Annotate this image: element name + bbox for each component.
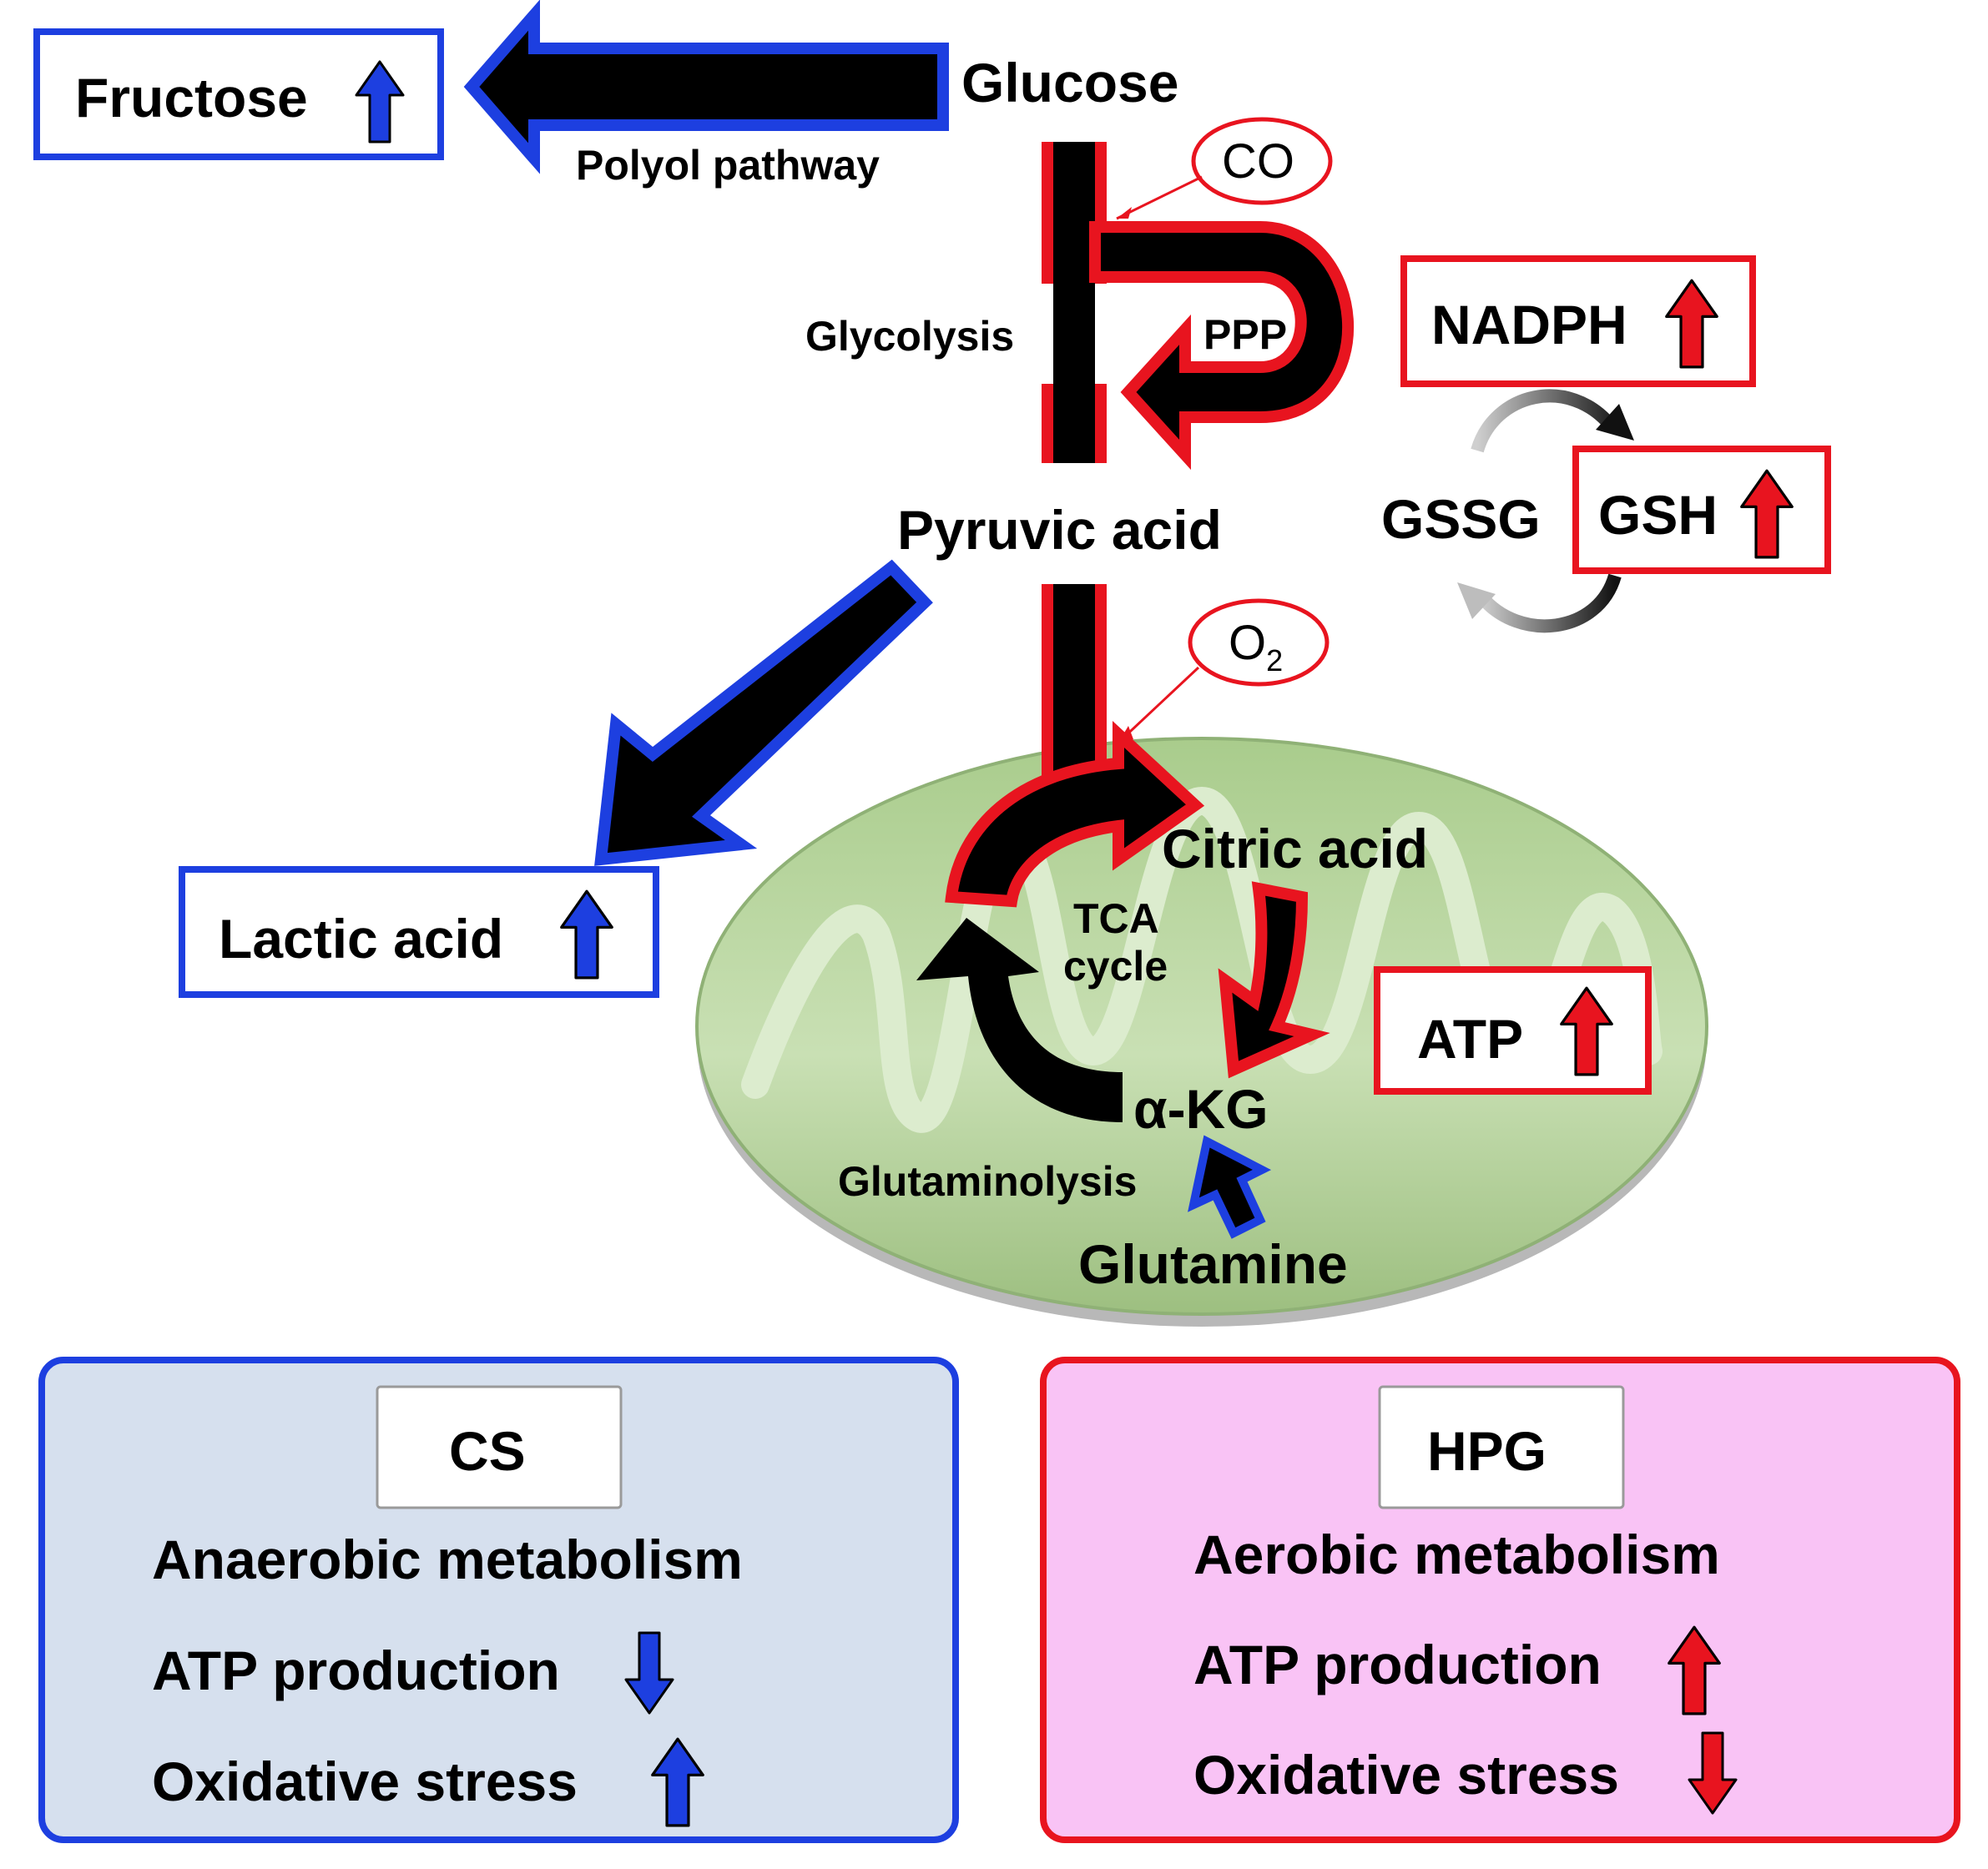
o2-label: O2 (1229, 616, 1283, 678)
lactic-arrow (594, 559, 933, 866)
glycolysis-bar (1042, 142, 1107, 463)
tca-label-2: cycle (1063, 943, 1168, 990)
co-label: CO (1222, 134, 1294, 189)
hpg-title: HPG (1427, 1420, 1547, 1482)
glycolysis-label: Glycolysis (805, 313, 1014, 360)
atp-label: ATP (1417, 1008, 1523, 1070)
nadph-label: NADPH (1431, 294, 1627, 355)
tca-cycle (916, 721, 1330, 1122)
glucose-label: Glucose (961, 52, 1178, 113)
hpg-line-2: ATP production (1193, 1634, 1602, 1695)
cs-panel: CS Anaerobic metabolism ATP production O… (38, 1357, 959, 1843)
gsh-label: GSH (1598, 484, 1718, 546)
glutathione-cycle (1457, 389, 1634, 633)
lactic-label: Lactic acid (219, 908, 503, 970)
polyol-arrow (463, 0, 949, 174)
nadph-box: NADPH (1400, 255, 1756, 387)
cs-line-3: Oxidative stress (152, 1751, 578, 1812)
glutaminolysis-label: Glutaminolysis (838, 1158, 1137, 1205)
cs-title: CS (449, 1420, 526, 1482)
citric-label: Citric acid (1162, 818, 1428, 879)
hpg-line-1: Aerobic metabolism (1193, 1524, 1720, 1585)
co-bubble: CO (1116, 117, 1333, 220)
lactic-box: Lactic acid (179, 866, 659, 998)
hpg-line-3: Oxidative stress (1193, 1744, 1619, 1806)
ppp-hook (1089, 221, 1355, 471)
fructose-label: Fructose (75, 67, 308, 128)
pyruvic-label: Pyruvic acid (897, 499, 1222, 561)
glutamine-label: Glutamine (1078, 1233, 1348, 1295)
glutaminolysis-arrow (1188, 1135, 1272, 1239)
cs-line-2: ATP production (152, 1640, 560, 1701)
tca-label-1: TCA (1073, 895, 1159, 942)
gssg-label: GSSG (1381, 488, 1541, 550)
pyruvate-bar (1042, 584, 1107, 801)
hpg-panel: HPG Aerobic metabolism ATP production Ox… (1040, 1357, 1960, 1843)
akg-label: α-KG (1133, 1078, 1269, 1140)
atp-box: ATP (1374, 966, 1652, 1095)
cs-line-1: Anaerobic metabolism (152, 1529, 743, 1590)
ppp-label: PPP (1203, 311, 1287, 358)
gsh-box: GSH (1572, 446, 1831, 574)
fructose-box: Fructose (33, 28, 444, 160)
o2-bubble: O2 (1117, 598, 1330, 744)
polyol-label: Polyol pathway (576, 142, 880, 189)
